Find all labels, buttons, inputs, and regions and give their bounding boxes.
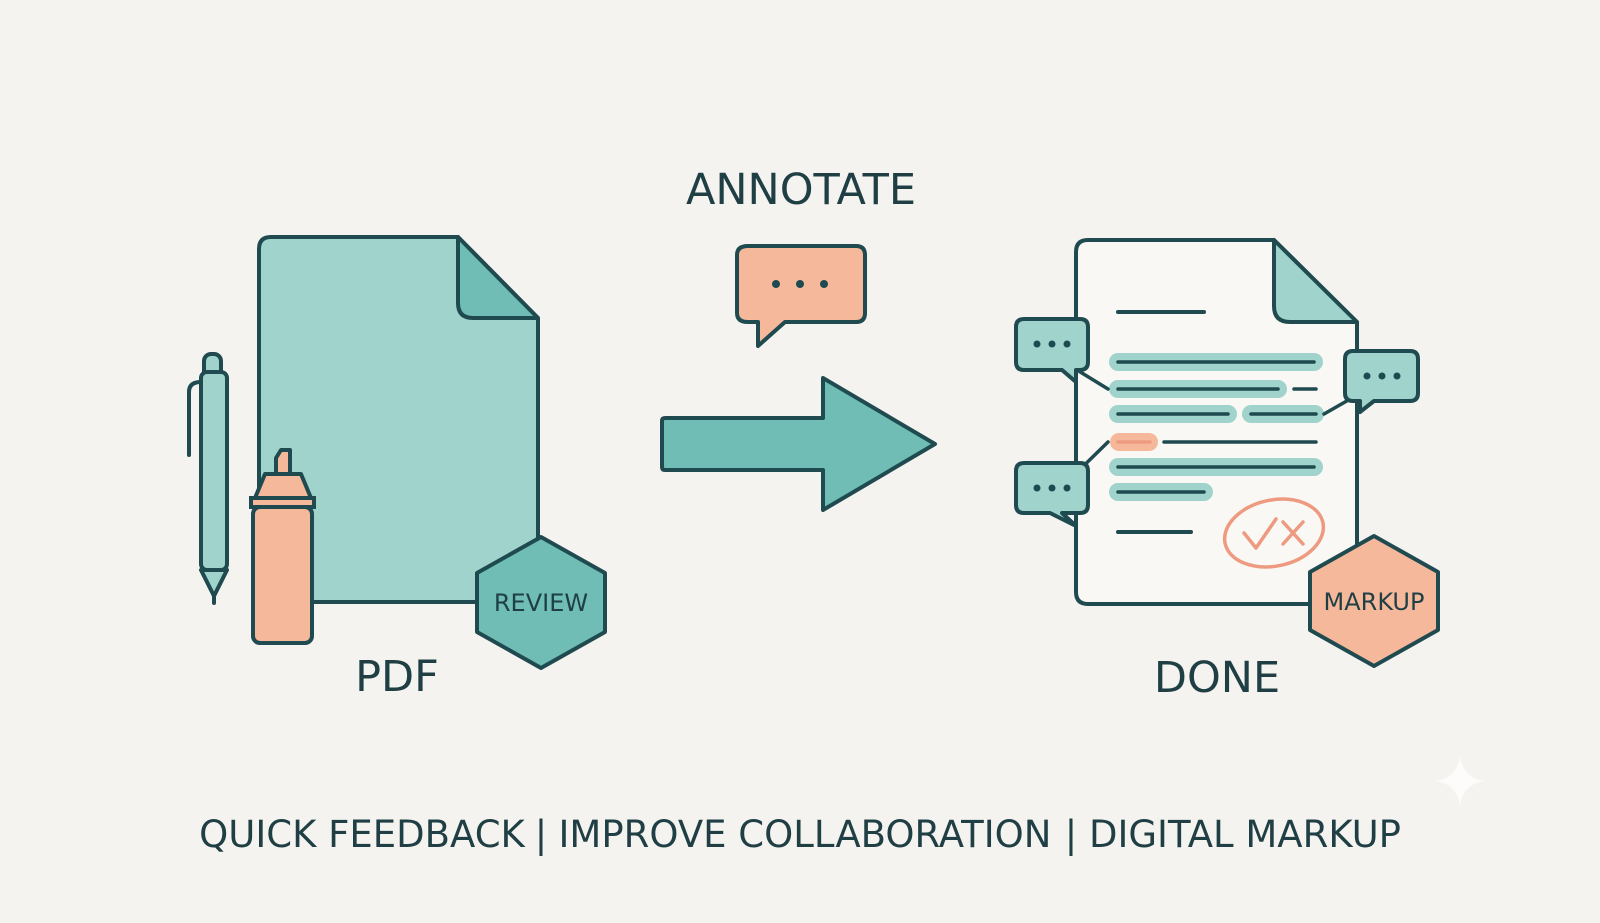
pdf-label: PDF bbox=[355, 652, 439, 702]
markup-badge: MARKUP bbox=[1308, 534, 1440, 668]
tagline-digital-markup: DIGITAL MARKUP bbox=[1089, 813, 1401, 856]
comment-bubble-icon bbox=[1014, 317, 1090, 384]
review-badge-label: REVIEW bbox=[494, 589, 588, 617]
tagline: QUICK FEEDBACK | IMPROVE COLLABORATION |… bbox=[199, 813, 1401, 856]
tagline-separator: | bbox=[1065, 813, 1077, 856]
document-text-lines bbox=[1109, 310, 1324, 534]
pen-icon bbox=[187, 352, 229, 605]
annotate-label: ANNOTATE bbox=[686, 165, 916, 215]
arrow-right-icon bbox=[660, 376, 937, 512]
comment-bubble-icon bbox=[1014, 461, 1090, 528]
comment-bubble-icon bbox=[1343, 349, 1420, 414]
check-cross-stamp-icon bbox=[1222, 497, 1326, 569]
sparkle-icon bbox=[1436, 756, 1484, 806]
tagline-separator: | bbox=[535, 813, 547, 856]
tagline-quick-feedback: QUICK FEEDBACK bbox=[199, 813, 526, 856]
done-label: DONE bbox=[1154, 653, 1280, 703]
review-badge: REVIEW bbox=[475, 535, 607, 670]
markup-badge-label: MARKUP bbox=[1324, 588, 1425, 616]
tagline-improve-collaboration: IMPROVE COLLABORATION bbox=[559, 813, 1052, 856]
annotated-document-icon bbox=[1062, 238, 1359, 606]
highlighter-icon bbox=[249, 448, 316, 645]
speech-bubble-icon bbox=[735, 244, 867, 348]
